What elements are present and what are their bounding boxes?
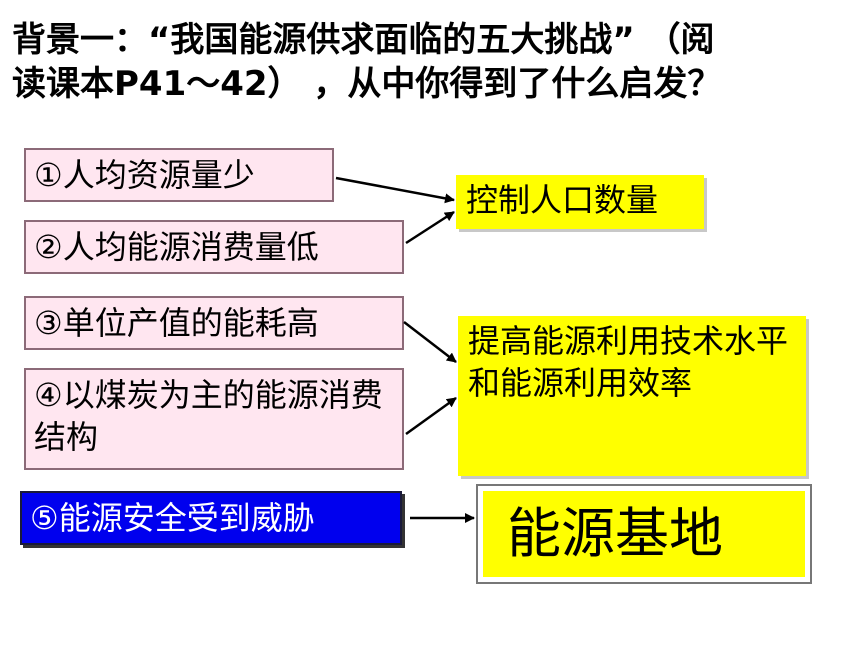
cause-box-2: ②人均能源消费量低 (24, 220, 404, 274)
slide-title: 背景一：“我国能源供求面临的五大挑战” （阅 读课本P41～42） ，从中你得到… (12, 18, 852, 106)
result-box-3: 能源基地 (476, 484, 812, 584)
arrow-3 (403, 321, 457, 363)
cause-box-5: ⑤能源安全受到威胁 (20, 491, 402, 545)
arrow-1 (335, 176, 455, 204)
result-box-3-fill: 能源基地 (483, 491, 805, 577)
cause-label-2: ②人均能源消费量低 (34, 228, 319, 266)
cause-box-1: ①人均资源量少 (24, 148, 334, 202)
cause-box-4: ④以煤炭为主的能源消费结构 (24, 368, 404, 470)
cause-label-5: ⑤能源安全受到威胁 (30, 499, 315, 537)
cause-label-4: ④以煤炭为主的能源消费结构 (34, 376, 383, 456)
cause-label-1: ①人均资源量少 (34, 156, 255, 194)
arrow-4 (405, 396, 457, 436)
title-line-1: 背景一：“我国能源供求面临的五大挑战” （阅 (12, 20, 715, 60)
result-label-3: 能源基地 (507, 502, 723, 565)
result-box-2: 提高能源利用技术水平和能源利用效率 (458, 316, 806, 476)
cause-box-3: ③单位产值的能耗高 (24, 296, 404, 350)
title-line-2: 读课本P41～42） ，从中你得到了什么启发？ (12, 64, 722, 104)
result-box-1: 控制人口数量 (456, 175, 704, 229)
cause-label-3: ③单位产值的能耗高 (34, 304, 319, 342)
arrow-2 (405, 210, 455, 245)
result-label-1: 控制人口数量 (466, 181, 659, 219)
result-label-2: 提高能源利用技术水平和能源利用效率 (468, 322, 789, 402)
